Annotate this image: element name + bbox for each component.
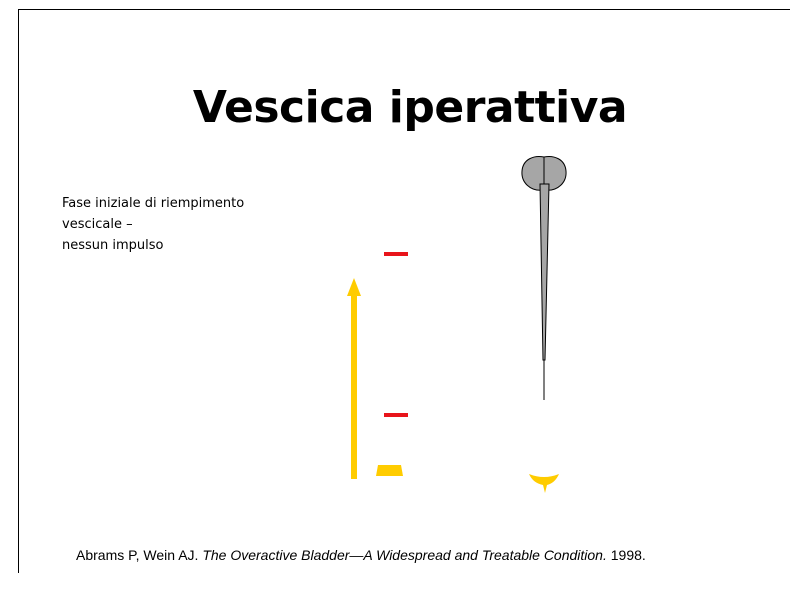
citation-work: The Overactive Bladder—A Widespread and … [202, 547, 607, 563]
brain-left-lobe [521, 156, 545, 191]
slide-title: Vescica iperattiva [192, 82, 628, 133]
afferent-arrow-shaft [351, 293, 357, 479]
sphincter-shape [529, 474, 559, 493]
afferent-arrow-head [347, 278, 361, 296]
lower-red-marker [384, 413, 408, 417]
spinal-cord [539, 183, 550, 361]
description-line: vescicale – [62, 217, 133, 232]
slide-border [18, 9, 790, 573]
citation-authors: Abrams P, Wein AJ. [76, 547, 203, 563]
bladder-block [376, 465, 403, 476]
description: Fase iniziale di riempimento vescicale –… [62, 193, 244, 256]
citation: Abrams P, Wein AJ. The Overactive Bladde… [76, 547, 646, 563]
description-line: Fase iniziale di riempimento [62, 196, 245, 211]
description-line: nessun impulso [62, 238, 164, 253]
brain-right-lobe [543, 156, 567, 191]
upper-red-marker [384, 252, 408, 256]
citation-year: 1998. [606, 547, 646, 563]
